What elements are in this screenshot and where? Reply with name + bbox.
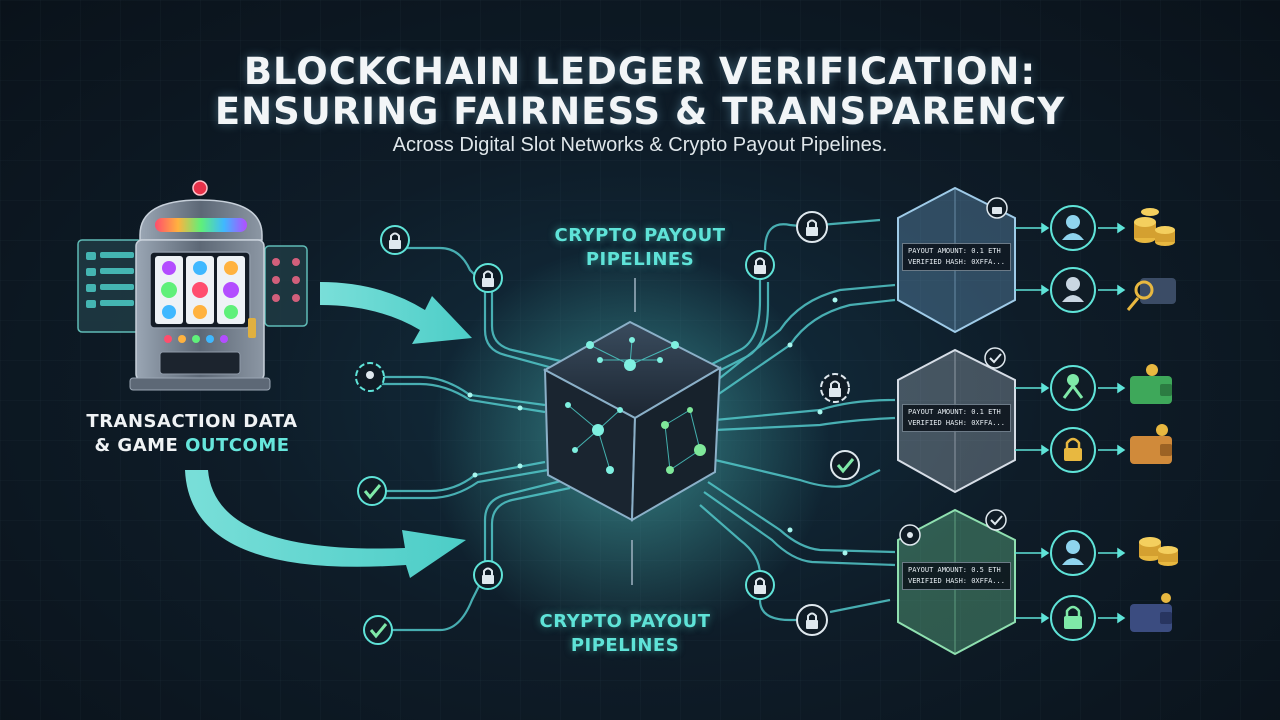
slot-side-panel-right	[264, 245, 308, 327]
transaction-label-line2: & GAME OUTCOME	[72, 434, 312, 458]
key-wallet-icon	[1126, 278, 1176, 311]
ledger-card-hash: VERIFIED HASH: 0XFFA...	[908, 419, 1005, 427]
subtitle: Across Digital Slot Networks & Crypto Pa…	[392, 134, 888, 156]
pipeline-label-top: CRYPTO PAYOUT PIPELINES	[554, 225, 726, 270]
recipient-arrows	[1015, 222, 1126, 624]
title-line-1: BLOCKCHAIN LEDGER VERIFICATION:	[243, 50, 1037, 93]
check-icon	[363, 484, 382, 500]
user-icon	[1050, 530, 1096, 576]
check-icon	[836, 458, 855, 474]
pipelines-left	[370, 246, 571, 632]
recipients	[1050, 205, 1096, 641]
check-icon	[989, 353, 1002, 364]
slot-lever	[248, 318, 256, 338]
ledger-card-hash: VERIFIED HASH: 0XFFA...	[908, 258, 1005, 266]
lock-icon	[482, 575, 494, 584]
slot-symbols	[161, 261, 239, 319]
pipeline-label-bottom: CRYPTO PAYOUT PIPELINES	[539, 611, 711, 656]
lock-icon	[806, 620, 818, 629]
user-icon	[1050, 205, 1096, 251]
assets	[1126, 208, 1178, 632]
lock-icon	[482, 278, 494, 287]
check-node-2	[363, 615, 393, 645]
lock-icon	[366, 371, 374, 379]
ledger-card-1: PAYOUT AMOUNT: 0.1 ETH VERIFIED HASH: 0XF…	[902, 243, 1011, 271]
transaction-label-highlight: OUTCOME	[185, 435, 290, 456]
lock-icon	[992, 207, 1002, 214]
slot-light-bar	[155, 218, 247, 232]
ledger-card-3: PAYOUT AMOUNT: 0.5 ETH VERIFIED HASH: 0XF…	[902, 562, 1011, 590]
check-node-1	[357, 476, 387, 506]
check-icon	[990, 515, 1003, 526]
pipeline-pulses	[467, 297, 848, 556]
ledger-card-amount: PAYOUT AMOUNT: 0.1 ETH	[908, 247, 1001, 255]
coin-stack-icon	[1139, 537, 1178, 566]
ledger-card-2: PAYOUT AMOUNT: 0.1 ETH VERIFIED HASH: 0XF…	[902, 404, 1011, 432]
network-user-icon	[1050, 365, 1096, 411]
pipelines-right	[699, 218, 896, 622]
wallet-icon	[1130, 364, 1172, 404]
title-line-2: ENSURING FAIRNESS & TRANSPARENCY	[214, 90, 1066, 133]
transaction-label: TRANSACTION DATA & GAME OUTCOME	[72, 410, 312, 458]
top-flow-arrow	[320, 282, 472, 344]
ledger-card-amount: PAYOUT AMOUNT: 0.1 ETH	[908, 408, 1001, 416]
lock-icon	[829, 388, 841, 397]
wallet-icon	[1130, 593, 1172, 632]
right-node-icons	[754, 219, 855, 629]
ledger-card-amount: PAYOUT AMOUNT: 0.5 ETH	[908, 566, 1001, 574]
slot-buttons	[164, 335, 228, 343]
slot-top-light	[192, 180, 208, 196]
transaction-label-prefix: & GAME	[94, 435, 186, 456]
user-icon	[1050, 267, 1096, 313]
coin-stack-icon	[1134, 208, 1175, 246]
lock-icon	[754, 585, 766, 594]
lock-icon	[1050, 427, 1096, 473]
lock-icon	[754, 265, 766, 274]
blockchain-cube	[542, 320, 723, 522]
slot-tray	[159, 351, 241, 375]
lock-icon	[806, 227, 818, 236]
slot-machine	[77, 180, 308, 391]
transaction-label-line1: TRANSACTION DATA	[86, 411, 298, 432]
left-node-icons	[363, 232, 494, 639]
lock-icon	[389, 240, 401, 249]
ledger-card-hash: VERIFIED HASH: 0XFFA...	[908, 577, 1005, 585]
bottom-flow-arrow	[185, 470, 466, 578]
lock-icon	[1050, 595, 1096, 641]
check-icon	[369, 623, 388, 639]
wallet-icon	[1130, 424, 1172, 464]
